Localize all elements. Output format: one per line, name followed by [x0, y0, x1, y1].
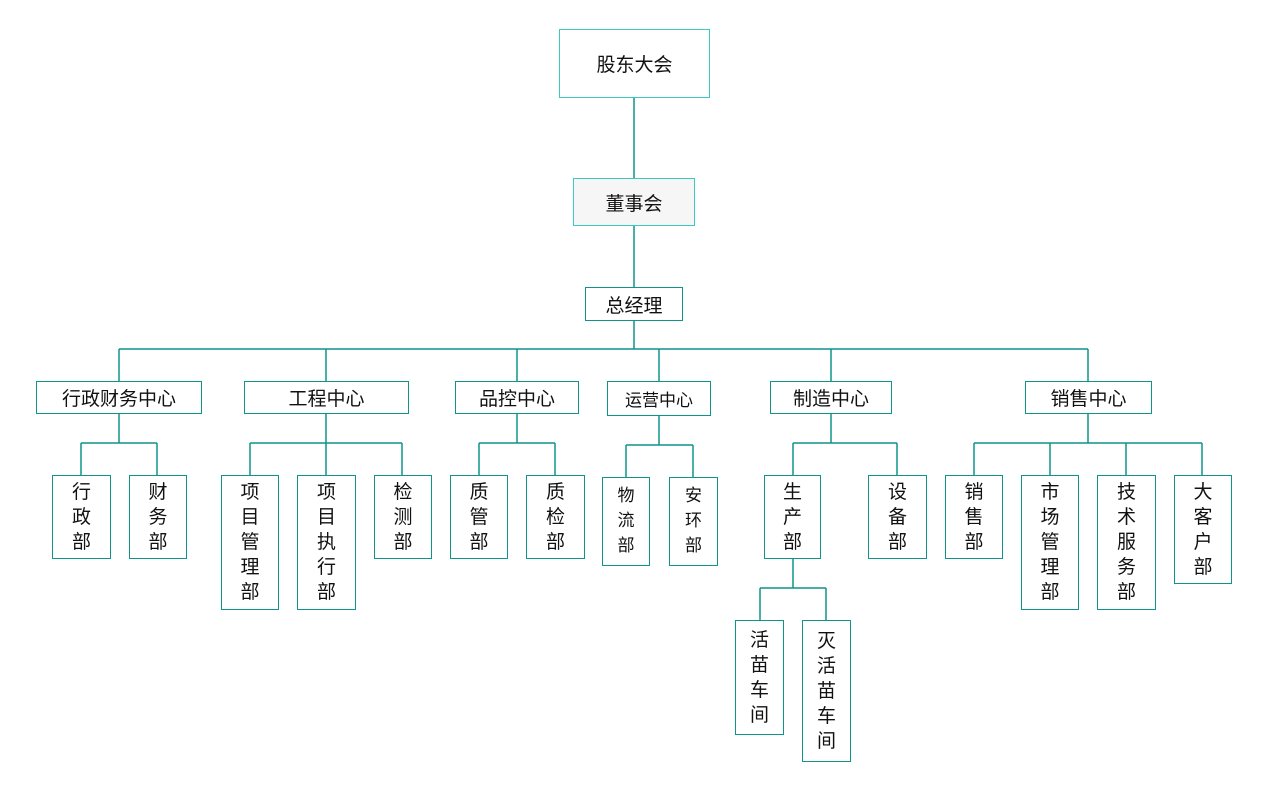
center-sales: 销售中心: [1025, 381, 1152, 414]
center-sales-label: 销售中心: [1050, 388, 1127, 410]
node-shareholders-label: 股东大会: [596, 54, 673, 76]
dept-sales-label: 销售部: [964, 480, 984, 553]
dept-production: 生产部: [764, 475, 821, 559]
node-gm: 总经理: [585, 287, 683, 321]
dept-inspection-label: 检测部: [393, 480, 413, 553]
dept-project-execution-label: 项目执行部: [316, 481, 336, 603]
center-manufacturing-label: 制造中心: [792, 388, 869, 410]
dept-admin: 行政部: [52, 475, 111, 559]
center-operations-label: 运营中心: [625, 391, 693, 411]
node-shareholders: 股东大会: [559, 29, 710, 98]
workshop-live-vaccine-label: 活苗车间: [749, 628, 769, 726]
center-qc: 品控中心: [455, 381, 579, 414]
dept-finance: 财务部: [129, 475, 187, 559]
dept-quality-inspection: 质检部: [526, 475, 585, 559]
dept-logistics-label: 物流部: [617, 486, 635, 556]
dept-technical-service-label: 技术服务部: [1116, 481, 1136, 603]
dept-safety-environment: 安环部: [669, 477, 718, 566]
node-board-label: 董事会: [605, 192, 663, 215]
dept-project-management: 项目管理部: [221, 475, 279, 610]
dept-market-management: 市场管理部: [1021, 475, 1079, 610]
dept-safety-environment-label: 安环部: [685, 486, 702, 556]
dept-sales: 销售部: [945, 475, 1003, 559]
center-engineering: 工程中心: [244, 381, 409, 414]
node-board: 董事会: [573, 178, 695, 226]
dept-quality-management-label: 质管部: [469, 480, 489, 553]
workshop-inactivated-vaccine-label: 灭活苗车间: [816, 629, 836, 752]
dept-equipment-label: 设备部: [887, 480, 907, 553]
center-engineering-label: 工程中心: [288, 388, 365, 410]
dept-key-accounts: 大客户部: [1174, 475, 1232, 584]
center-qc-label: 品控中心: [478, 388, 555, 410]
dept-quality-management: 质管部: [450, 475, 508, 559]
dept-key-accounts-label: 大客户部: [1193, 480, 1213, 578]
center-operations: 运营中心: [607, 381, 711, 416]
dept-equipment: 设备部: [868, 475, 927, 559]
node-gm-label: 总经理: [605, 294, 663, 317]
center-admin-finance: 行政财务中心: [36, 381, 202, 414]
dept-project-execution: 项目执行部: [297, 475, 356, 610]
dept-finance-label: 财务部: [148, 480, 168, 553]
dept-production-label: 生产部: [782, 480, 802, 553]
dept-project-management-label: 项目管理部: [240, 481, 260, 603]
dept-inspection: 检测部: [374, 475, 432, 559]
dept-quality-inspection-label: 质检部: [545, 480, 565, 553]
center-manufacturing: 制造中心: [770, 381, 892, 414]
dept-logistics: 物流部: [602, 477, 650, 566]
workshop-inactivated-vaccine: 灭活苗车间: [802, 620, 851, 762]
workshop-live-vaccine: 活苗车间: [735, 620, 784, 735]
dept-market-management-label: 市场管理部: [1040, 481, 1060, 603]
dept-admin-label: 行政部: [71, 480, 91, 553]
dept-technical-service: 技术服务部: [1097, 475, 1156, 610]
center-admin-finance-label: 行政财务中心: [61, 388, 176, 410]
